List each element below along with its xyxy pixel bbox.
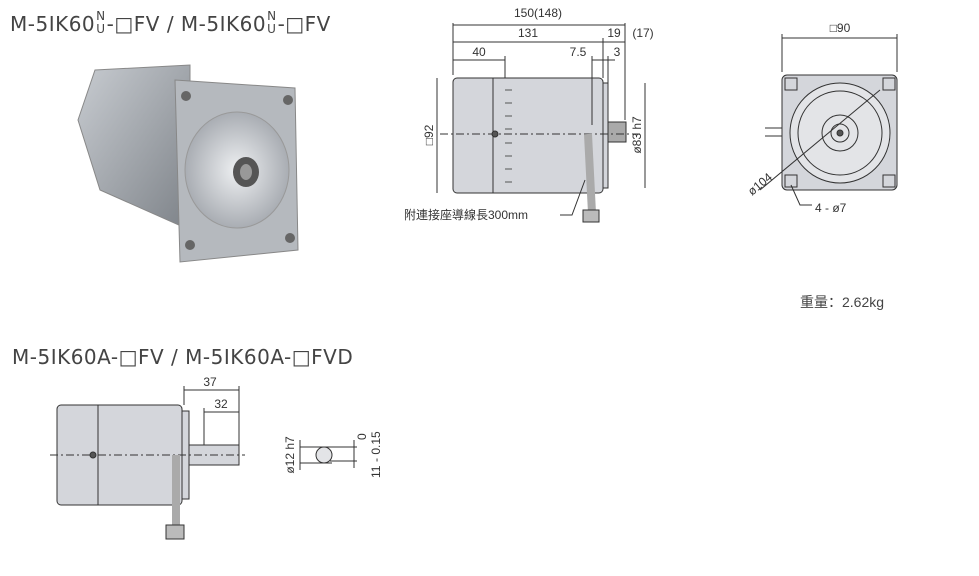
variant-n: N [267,8,277,23]
front-view-drawing [759,34,898,206]
dim-flange-alt: (17) [632,26,653,40]
cable-note: 附連接座導線長300mm [404,207,528,222]
dim-shaft-dia: ø12 h7 [283,436,297,474]
tol-upper: 0 [355,433,369,440]
dim-square-92: □92 [422,124,436,145]
dim-flange: 19 [607,26,621,40]
dim-32: 32 [214,397,228,411]
model-title-bottom: M-5IK60A-□FV / M-5IK60A-□FVD [12,345,354,369]
title-part: M-5IK60 [10,12,96,36]
dim-body-length: 131 [518,26,538,40]
weight-label: 重量：2.62kg [800,294,885,310]
dim-total-length: 150(148) [514,6,562,20]
dim-holes: 4 - ø7 [815,201,847,215]
shaft-side-view-drawing [50,386,357,540]
dim-40: 40 [472,45,486,59]
dim-37: 37 [203,375,217,389]
title-part: -□FV / M-5IK60 [106,12,267,36]
dim-front-square: □90 [830,21,851,35]
dim-pilot: ø83 h7 [630,116,644,154]
dim-3: 3 [614,45,621,59]
dim-7-5: 7.5 [570,45,587,59]
dim-pcd: ø104 [745,170,775,199]
side-view-drawing [436,23,646,223]
variant-u: U [96,21,106,36]
variant-u: U [267,21,277,36]
title-part: -□FV [277,12,331,36]
variant-n: N [96,8,106,23]
motor-photo [77,64,299,263]
tol-lower: - 0.15 [369,431,383,462]
dim-flat: 11 [369,465,383,478]
cooling-fins [505,89,512,183]
